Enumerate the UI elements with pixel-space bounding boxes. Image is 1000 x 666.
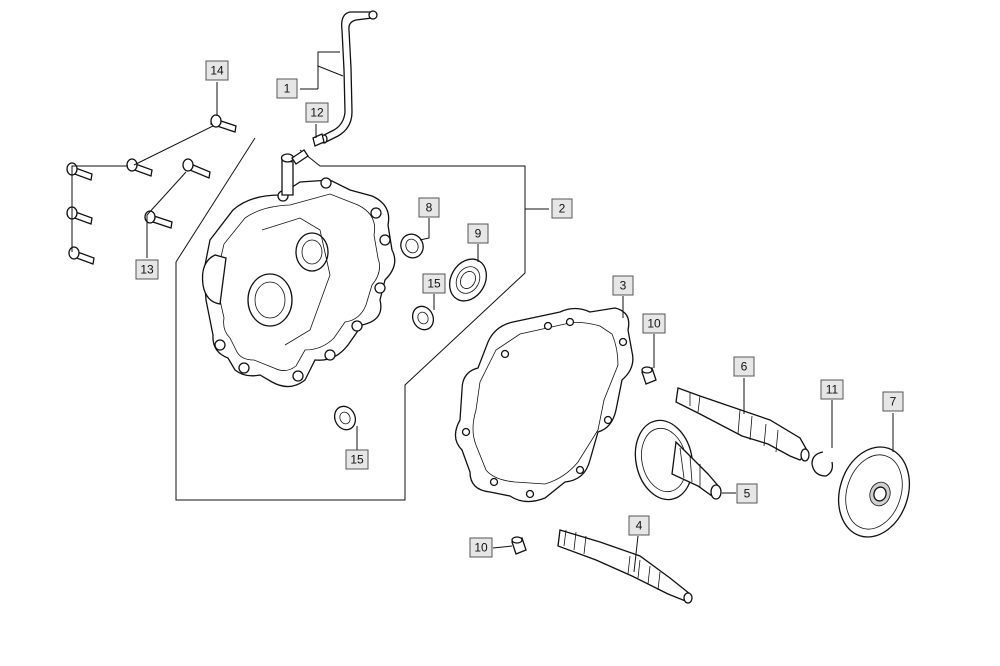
callout-9-label: 9	[475, 227, 482, 241]
callout-10-upper: 10	[642, 313, 666, 334]
callout-8-label: 8	[426, 201, 433, 215]
callout-6: 6	[733, 356, 755, 377]
callout-15-lower: 15	[345, 449, 369, 470]
callout-14: 14	[205, 60, 229, 81]
callout-15-upper: 15	[422, 273, 446, 294]
callout-4-label: 4	[636, 519, 643, 533]
callout-14-label: 14	[210, 64, 224, 78]
gear-7	[838, 446, 910, 538]
callout-8: 8	[418, 197, 440, 218]
callout-2: 2	[551, 198, 573, 219]
bearing-15-upper	[411, 305, 435, 331]
breather-pipe	[320, 10, 378, 144]
gear-shaft-5	[634, 419, 722, 501]
bearing-8	[400, 233, 424, 259]
callout-13: 13	[135, 259, 159, 280]
callout-5: 5	[736, 483, 758, 504]
dowel-pin-upper	[641, 366, 657, 385]
callout-1: 1	[276, 78, 298, 99]
callout-6-label: 6	[741, 360, 748, 374]
callout-11: 11	[820, 379, 844, 400]
shaft-4	[557, 529, 693, 604]
leader-lines	[71, 51, 894, 573]
callout-15-upper-label: 15	[427, 277, 441, 291]
callout-9: 9	[467, 223, 489, 244]
callout-12: 12	[305, 102, 329, 123]
hose-clip	[312, 133, 325, 147]
callout-10-lower-label: 10	[474, 541, 488, 555]
callout-5-label: 5	[744, 487, 751, 501]
callout-10-upper-label: 10	[647, 317, 661, 331]
dowel-pin-lower	[511, 536, 527, 555]
circlip	[811, 451, 834, 477]
callout-10-lower: 10	[469, 537, 493, 558]
callout-2-label: 2	[559, 202, 566, 216]
gearbox-cover	[201, 149, 396, 388]
callout-1-label: 1	[284, 82, 291, 96]
assembly-outline	[175, 137, 526, 501]
callout-3: 3	[612, 275, 634, 296]
callout-15-lower-label: 15	[350, 453, 364, 467]
bearing-15-lower	[333, 405, 357, 431]
callout-4: 4	[628, 515, 650, 536]
callout-13-label: 13	[140, 263, 154, 277]
callout-3-label: 3	[620, 279, 627, 293]
callout-12-label: 12	[310, 106, 324, 120]
shaft-6	[675, 387, 810, 462]
callout-11-label: 11	[826, 383, 839, 397]
callout-7: 7	[882, 391, 904, 412]
gasket	[454, 307, 634, 503]
bearing-9	[448, 258, 488, 302]
callout-7-label: 7	[890, 395, 897, 409]
